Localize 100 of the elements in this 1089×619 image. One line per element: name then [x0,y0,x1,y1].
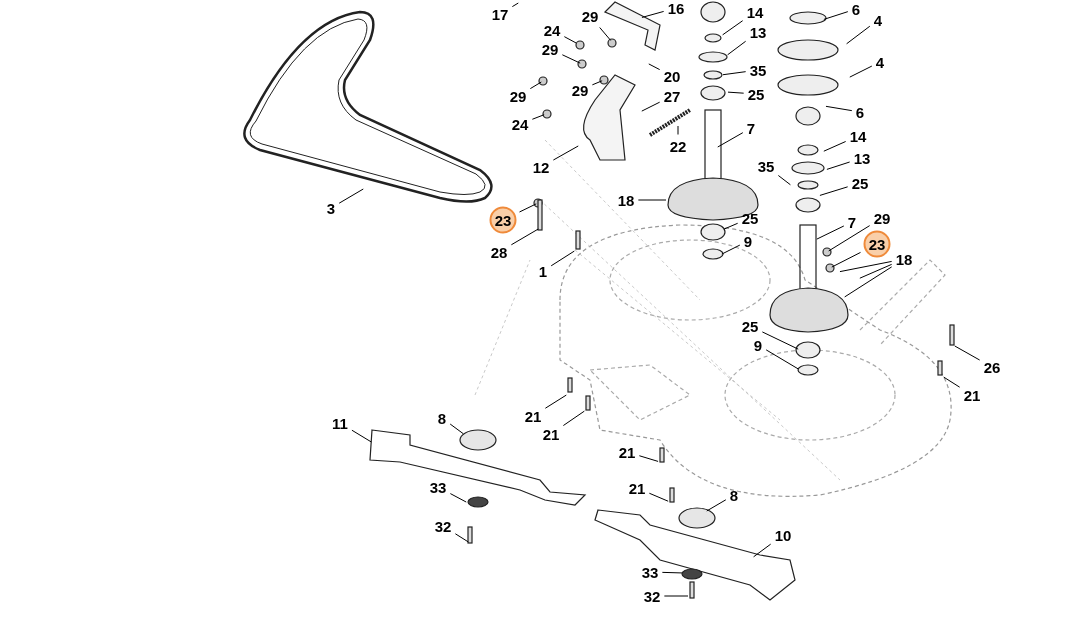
callout-number: 25 [850,174,870,192]
leader-line [544,394,567,409]
leader-line [449,493,467,503]
callout-number: 35 [756,157,776,175]
leader-line [599,27,612,41]
callout-number: 1 [537,262,549,280]
leader-line [529,81,542,90]
callout-number: 13 [852,149,872,167]
leader-line [828,225,871,252]
callout-number: 14 [848,127,868,145]
callout-number: 4 [872,11,884,29]
leader-line [510,228,539,246]
leader-line [823,141,847,152]
leader-line [641,101,661,112]
leader-line [648,492,669,502]
callout-number: 21 [523,407,543,425]
callout-number: 24 [542,21,562,39]
leader-line [831,251,861,268]
leader-line [338,188,364,204]
leader-line [531,114,545,120]
leader-line [563,36,577,44]
leader-line [706,499,727,512]
leader-line [648,63,661,71]
leader-line [721,244,741,255]
leader-line [823,11,849,20]
callout-number: 7 [846,213,858,231]
callout-number: 12 [531,158,551,176]
callout-number: 6 [850,0,862,18]
callout-number: 23 [863,230,891,258]
leader-line [561,54,581,64]
leader-line [753,543,772,558]
leader-line [637,199,667,201]
callout-number: 10 [773,526,793,544]
leader-line [846,25,871,45]
callout-number: 32 [433,517,453,535]
callout-number: 28 [489,243,509,261]
leader-line [859,263,893,279]
callout-number: 17 [490,5,510,23]
callout-number: 8 [728,486,740,504]
leader-line [511,2,519,8]
callout-number: 22 [668,137,688,155]
leader-line [826,161,851,170]
callout-number: 4 [874,53,886,71]
callout-number: 27 [662,87,682,105]
callout-number: 25 [740,317,760,335]
callout-number: 14 [745,3,765,21]
callout-number: 21 [541,425,561,443]
leader-line [677,125,679,135]
leader-line [819,186,849,196]
leader-line [661,571,683,574]
leader-line [816,225,845,240]
leader-line [943,376,961,388]
leader-line [761,331,799,350]
leader-line [550,250,575,267]
leader-line [351,429,372,443]
leader-line [722,20,744,36]
callout-number: 16 [666,0,686,17]
callout-number: 35 [748,61,768,79]
leader-line [717,132,744,148]
leader-line [552,145,579,161]
callout-number: 21 [617,443,637,461]
callout-number: 8 [436,409,448,427]
leader-line [723,222,739,230]
callout-number: 24 [510,115,530,133]
leader-line [954,345,981,361]
callout-number: 18 [616,191,636,209]
callout-number: 6 [854,103,866,121]
callout-number: 33 [640,563,660,581]
callout-number: 3 [325,199,337,217]
leader-line [765,349,799,370]
leader-line [722,71,747,76]
leader-line [849,65,873,78]
leader-line [727,40,747,56]
leader-line [777,175,791,186]
callout-number: 29 [580,7,600,25]
callout-number: 7 [745,119,757,137]
callout-number: 9 [752,336,764,354]
callout-number: 29 [570,81,590,99]
callout-number: 26 [982,358,1002,376]
leader-line [825,105,853,112]
leader-line [562,410,585,427]
callout-number: 20 [662,67,682,85]
callout-number: 21 [627,479,647,497]
callout-number: 13 [748,23,768,41]
leader-line [663,595,689,597]
callout-number: 25 [746,85,766,103]
leader-line [844,266,893,298]
leader-line [454,533,469,543]
callout-number: 18 [894,250,914,268]
callout-number: 29 [508,87,528,105]
leader-line [449,423,464,435]
callout-number: 11 [331,414,349,432]
leader-line [638,455,659,462]
leader-line [839,260,893,273]
callout-number: 32 [642,587,662,605]
callout-number: 29 [540,40,560,58]
callout-number: 33 [428,478,448,496]
leader-line [519,203,537,213]
leader-line [727,91,745,94]
leader-line [591,80,603,86]
